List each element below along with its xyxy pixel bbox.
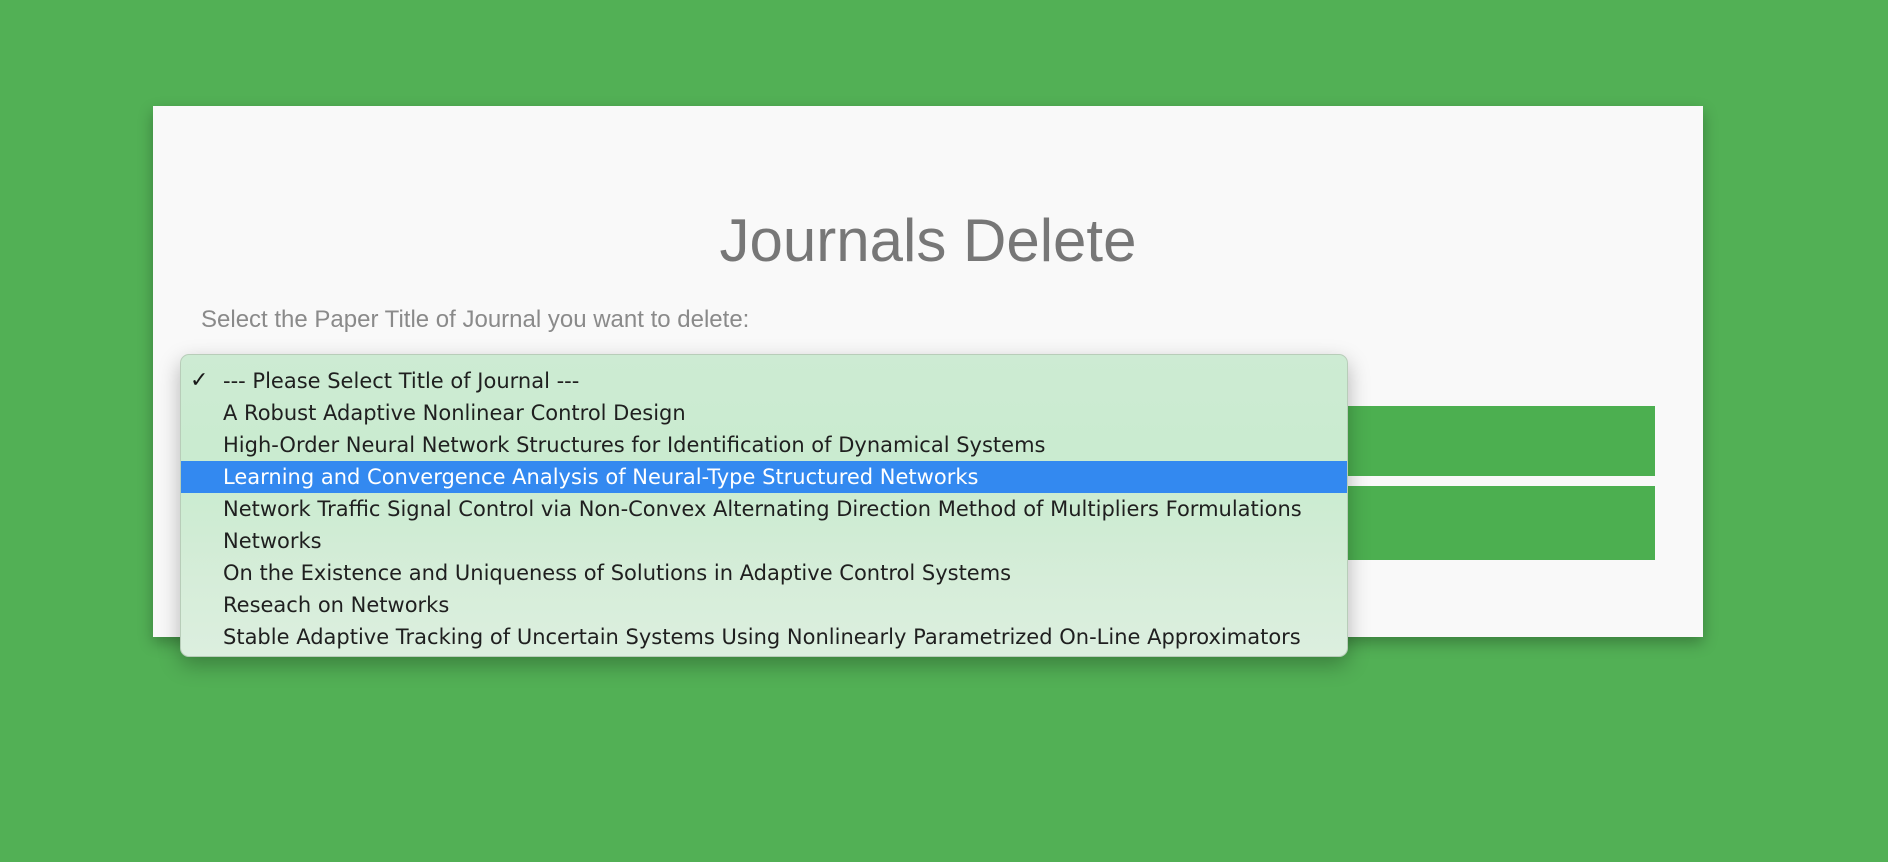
dropdown-option-highlighted[interactable]: Learning and Convergence Analysis of Neu… — [181, 461, 1347, 493]
option-label: A Robust Adaptive Nonlinear Control Desi… — [223, 401, 686, 425]
page-title: Journals Delete — [719, 207, 1137, 274]
option-label: Network Traffic Signal Control via Non-C… — [223, 497, 1302, 521]
option-label: On the Existence and Uniqueness of Solut… — [223, 561, 1012, 585]
dropdown-option[interactable]: High-Order Neural Network Structures for… — [181, 429, 1347, 461]
primary-action-button[interactable] — [1303, 406, 1655, 476]
select-prompt-label: Select the Paper Title of Journal you wa… — [201, 306, 750, 333]
option-label: Reseach on Networks — [223, 593, 450, 617]
checkmark-icon: ✓ — [190, 368, 209, 393]
dropdown-option[interactable]: Networks — [181, 525, 1347, 557]
dropdown-option[interactable]: On the Existence and Uniqueness of Solut… — [181, 557, 1347, 589]
option-label: Networks — [223, 529, 322, 553]
secondary-action-button[interactable] — [1303, 486, 1655, 560]
option-label: Stable Adaptive Tracking of Uncertain Sy… — [223, 625, 1301, 649]
dropdown-option[interactable]: Reseach on Networks — [181, 589, 1347, 621]
dropdown-option[interactable]: Network Traffic Signal Control via Non-C… — [181, 493, 1347, 525]
dropdown-option[interactable]: A Robust Adaptive Nonlinear Control Desi… — [181, 397, 1347, 429]
option-label: High-Order Neural Network Structures for… — [223, 433, 1046, 457]
dropdown-option[interactable]: Stable Adaptive Tracking of Uncertain Sy… — [181, 621, 1347, 653]
option-label: Learning and Convergence Analysis of Neu… — [223, 465, 979, 489]
journal-title-dropdown[interactable]: ✓ --- Please Select Title of Journal ---… — [180, 354, 1348, 657]
option-label: --- Please Select Title of Journal --- — [223, 369, 580, 393]
dropdown-option[interactable]: ✓ --- Please Select Title of Journal --- — [181, 365, 1347, 397]
